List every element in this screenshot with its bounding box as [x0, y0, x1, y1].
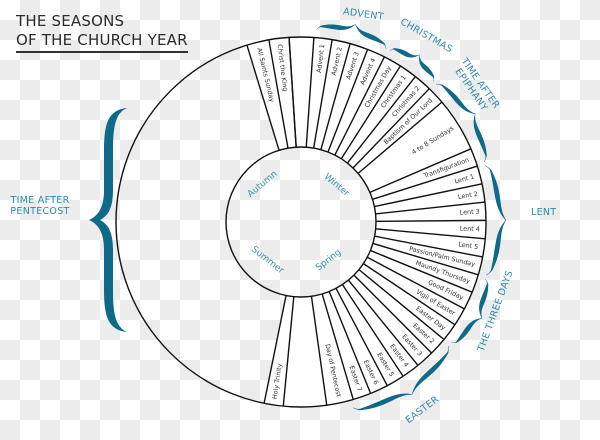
segment-label: Lent 2 [457, 190, 478, 201]
segment-divider [346, 76, 416, 164]
three-days-bracket [451, 278, 489, 343]
segment-divider [334, 56, 386, 156]
title-line-1: THE SEASONS [16, 12, 125, 30]
wheel-segment: Easter 7 [322, 291, 371, 400]
wheel-segment: Advent 1 [306, 37, 333, 149]
lent-bracket [485, 165, 507, 276]
pentecost-bracket [89, 108, 127, 332]
segment-label: Advent 1 [315, 44, 326, 73]
christmas-bracket [389, 48, 435, 82]
segment-divider [374, 183, 483, 208]
segment-label: Lent 4 [460, 225, 480, 234]
wheel-segment: Easter 6 [329, 288, 388, 394]
wheel-segment: Advent 2 [313, 39, 351, 150]
segment-divider [327, 49, 369, 153]
segment-divider [358, 269, 445, 340]
segment-label: Lent 3 [459, 208, 479, 217]
segment-divider [372, 165, 478, 200]
wheel-segment: Day of Pentecost [311, 293, 354, 406]
segment-divider [366, 256, 465, 310]
group-label-easter: EASTER [404, 394, 442, 426]
segment-divider [347, 279, 419, 366]
segment-divider [375, 219, 486, 223]
segment-divider [321, 293, 354, 400]
outer-circle [115, 36, 487, 408]
segment-divider [340, 65, 401, 160]
wheel-segment: Christ the King [268, 37, 297, 149]
wheel-segment: Lent 1 [372, 166, 483, 207]
segment-divider [374, 235, 483, 258]
wheel-segment: 4 to 8 Sundays [358, 102, 471, 193]
segment-divider [246, 44, 280, 151]
group-label-christmas: CHRISTMAS [398, 16, 454, 55]
segment-divider [341, 284, 404, 377]
segment-divider [370, 249, 473, 293]
group-label-lent: LENT [531, 207, 556, 218]
advent-bracket [316, 24, 387, 50]
wheel-segment: Lent 2 [374, 183, 485, 214]
segment-divider [268, 39, 289, 149]
segment-divider [320, 43, 351, 150]
segment-divider [375, 228, 486, 240]
group-label-advent: ADVENT [342, 6, 384, 23]
group-label-time-after-epiphany: TIME AFTEREPIPHANY [449, 55, 502, 117]
segment-divider [335, 288, 388, 386]
diagram-title: THE SEASONS OF THE CHURCH YEAR [16, 12, 188, 53]
wheel-segment: Lent 4 [375, 220, 486, 239]
wheel-segment: Advent 3 [320, 43, 368, 153]
segment-divider [310, 296, 328, 406]
segment-divider [372, 242, 479, 276]
segment-divider [369, 148, 472, 193]
inner-circle [225, 146, 377, 298]
segment-divider [288, 37, 297, 148]
segment-divider [328, 291, 372, 394]
segment-divider [312, 39, 333, 149]
segment-divider [353, 274, 433, 354]
wheel-segment: Lent 5 [374, 228, 486, 257]
segment-divider [375, 201, 485, 215]
segment-divider [282, 296, 295, 407]
wheel-segment [283, 296, 327, 407]
wheel-segment: Holy Trinity [264, 295, 294, 407]
season-brackets [316, 24, 507, 411]
segment-divider [352, 88, 430, 169]
segment-divider [305, 37, 315, 148]
segment-label: Lent 5 [458, 240, 479, 251]
segment-divider [363, 263, 456, 326]
segment-divider [357, 101, 443, 174]
wheel-segment: Lent 3 [375, 202, 486, 222]
segment-divider [263, 295, 287, 404]
title-line-2: OF THE CHURCH YEAR [16, 31, 188, 53]
